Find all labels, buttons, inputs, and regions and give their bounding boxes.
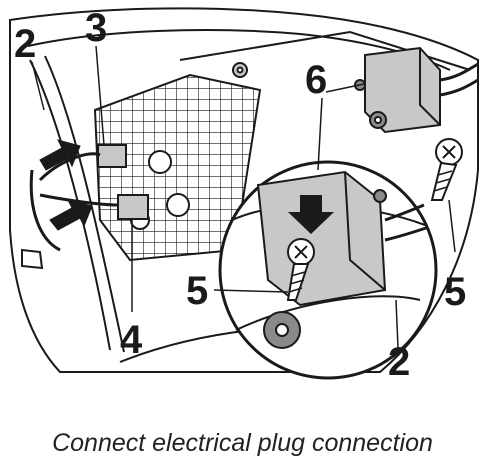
screw-loose	[430, 138, 463, 201]
callout-6: 6	[305, 58, 328, 102]
mechanical-illustration	[9, 7, 479, 380]
detail-circle	[218, 160, 438, 380]
callout-5-right: 5	[444, 270, 467, 314]
figure-caption: Connect electrical plug connection	[52, 429, 433, 457]
callout-2-bottom-right: 2	[388, 340, 411, 384]
plate-screw	[232, 62, 248, 78]
callout-4: 4	[120, 318, 143, 362]
leader-lines	[31, 45, 456, 349]
callout-2-top-left: 2	[14, 22, 37, 66]
callout-5-left: 5	[186, 269, 209, 313]
lock-unit-upper	[354, 46, 479, 134]
push-arrows	[39, 139, 93, 231]
screw-detail	[286, 238, 315, 301]
callout-3: 3	[85, 6, 108, 50]
